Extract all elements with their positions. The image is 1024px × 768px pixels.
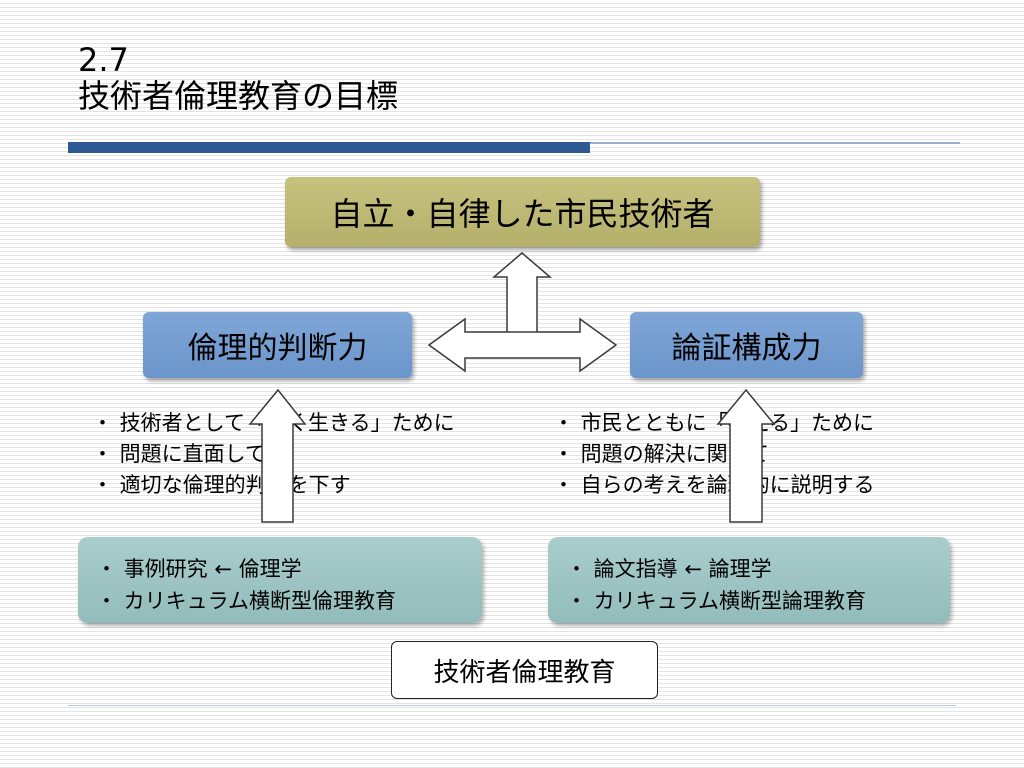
list-item: ・ カリキュラム横断型論理教育 — [566, 589, 867, 613]
engineering-ethics-education-box: 技術者倫理教育 — [391, 641, 658, 699]
footer-divider — [68, 705, 956, 706]
ethics-methods-box: ・ 事例研究 ← 倫理学 ・ カリキュラム横断型倫理教育 — [78, 537, 482, 623]
up-arrow-right — [716, 388, 776, 523]
ethical-judgment-box: 倫理的判断力 — [143, 312, 412, 378]
list-item: ・ 適切な倫理的判断を下す — [92, 473, 351, 497]
double-horizontal-arrow — [427, 317, 618, 373]
goal-box: 自立・自律した市民技術者 — [285, 177, 760, 247]
slide-title: 2.7 技術者倫理教育の目標 — [78, 42, 398, 114]
up-arrow-left — [248, 388, 307, 523]
logic-methods-box: ・ 論文指導 ← 論理学 ・ カリキュラム横断型論理教育 — [548, 537, 950, 623]
slide-heading: 技術者倫理教育の目標 — [78, 77, 399, 115]
list-item: ・ 自らの考えを論理的に説明する — [553, 473, 875, 497]
list-item: ・ 論文指導 ← 論理学 — [566, 557, 772, 581]
title-underline-bar — [68, 142, 590, 153]
list-item: ・ 問題に直面して — [92, 442, 267, 466]
slide-number: 2.7 — [78, 41, 129, 79]
up-arrow-to-goal — [491, 252, 553, 344]
title-underline-thin — [590, 142, 960, 144]
list-item: ・ 事例研究 ← 倫理学 — [96, 557, 302, 581]
argumentation-box: 論証構成力 — [630, 312, 863, 378]
list-item: ・ カリキュラム横断型倫理教育 — [96, 589, 397, 613]
list-item: ・ 市民とともに「考える」ために — [553, 411, 875, 435]
